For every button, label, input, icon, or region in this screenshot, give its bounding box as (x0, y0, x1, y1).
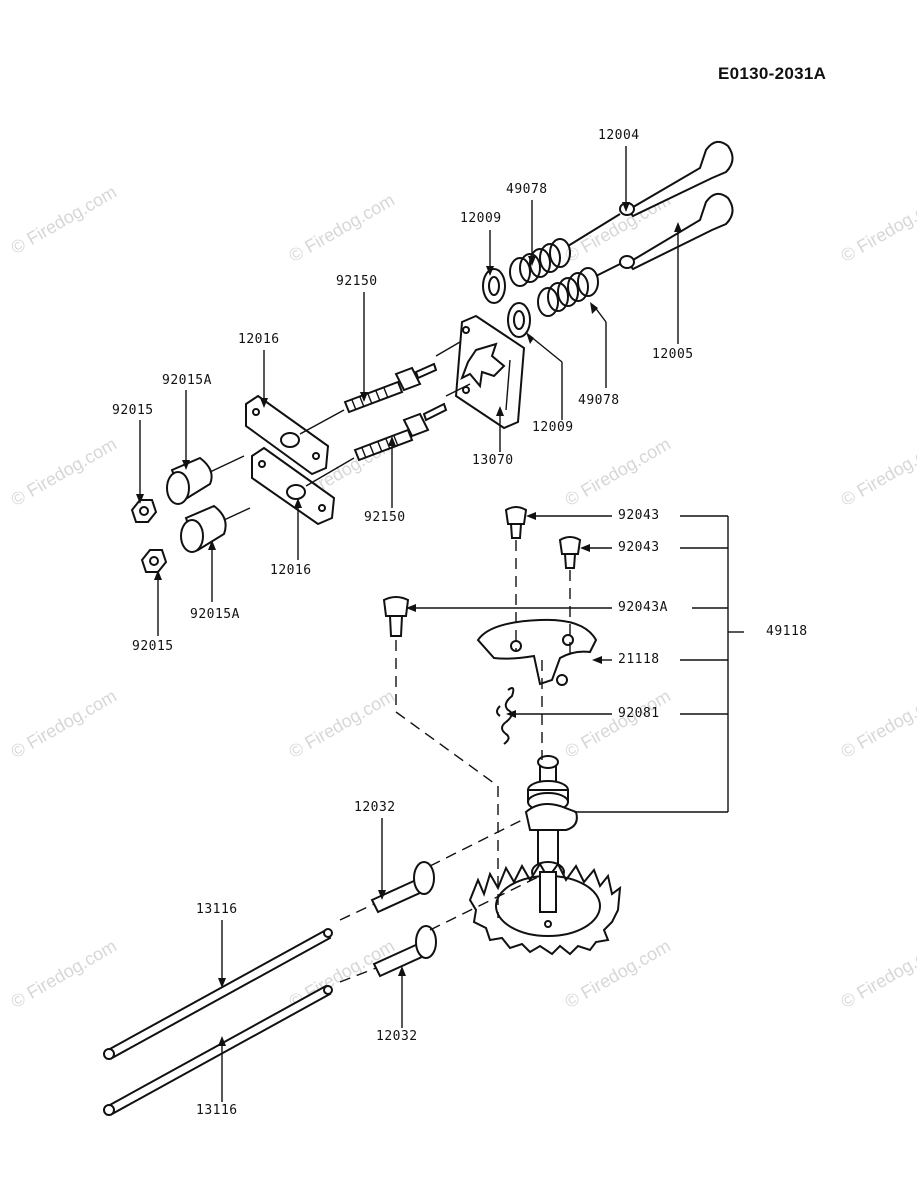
washer-12009-top (482, 268, 506, 304)
label-49078-bottom: 49078 (578, 393, 620, 408)
push-rod-13116-top (103, 928, 333, 1060)
label-12009-bottom: 12009 (532, 420, 574, 435)
label-12032-bottom: 12032 (376, 1029, 418, 1044)
label-13116-bottom: 13116 (196, 1103, 238, 1118)
cap-92015A-top (166, 455, 245, 505)
pin-92043-a (504, 506, 528, 539)
screw-92150-top (343, 341, 461, 414)
label-12004: 12004 (598, 128, 640, 143)
cap-92015A-bottom (180, 504, 251, 553)
label-92015-bottom: 92015 (132, 639, 174, 654)
washer-12009-bottom (507, 302, 531, 338)
spring-49078-bottom (537, 263, 621, 317)
label-21118: 21118 (618, 652, 660, 667)
valve-12005 (619, 192, 734, 271)
label-92150-bottom: 92150 (364, 510, 406, 525)
pin-92043A (382, 596, 410, 637)
label-92043-a: 92043 (618, 508, 660, 523)
label-92015A-bottom: 92015A (190, 607, 240, 622)
label-92043-b: 92043 (618, 540, 660, 555)
label-92015A-top: 92015A (162, 373, 212, 388)
diagram-code: E0130-2031A (718, 64, 827, 83)
label-92081: 92081 (618, 706, 660, 721)
label-13070: 13070 (472, 453, 514, 468)
label-12032-top: 12032 (354, 800, 396, 815)
plate-13070 (454, 314, 526, 430)
label-92043A: 92043A (618, 600, 668, 615)
label-92015-top: 92015 (112, 403, 154, 418)
arrowheads (136, 202, 682, 1046)
rocker-arm-12016-top (245, 394, 345, 476)
tappet-12032-top (370, 861, 435, 914)
valve-12004 (619, 140, 734, 218)
screw-92150-bottom (353, 383, 471, 462)
assembly-lines (339, 540, 571, 983)
label-12005: 12005 (652, 347, 694, 362)
spring-49078-top (509, 213, 621, 287)
tappet-12032-bottom (372, 925, 437, 978)
nut-92015-top (130, 499, 158, 523)
leader-lines (139, 146, 744, 1102)
pin-92043-b (558, 536, 582, 569)
nut-92015-bottom (140, 549, 168, 573)
label-49078-top: 49078 (506, 182, 548, 197)
spring-92081 (496, 687, 515, 745)
label-12009-top: 12009 (460, 211, 502, 226)
rocker-arm-12016-bottom (251, 446, 355, 526)
label-92150-top: 92150 (336, 274, 378, 289)
push-rod-13116-bottom (103, 984, 333, 1116)
governor-arm-21118 (476, 618, 598, 686)
label-12016-bottom: 12016 (270, 563, 312, 578)
camshaft (468, 755, 622, 956)
label-49118: 49118 (766, 624, 808, 639)
label-13116-top: 13116 (196, 902, 238, 917)
label-12016-top: 12016 (238, 332, 280, 347)
